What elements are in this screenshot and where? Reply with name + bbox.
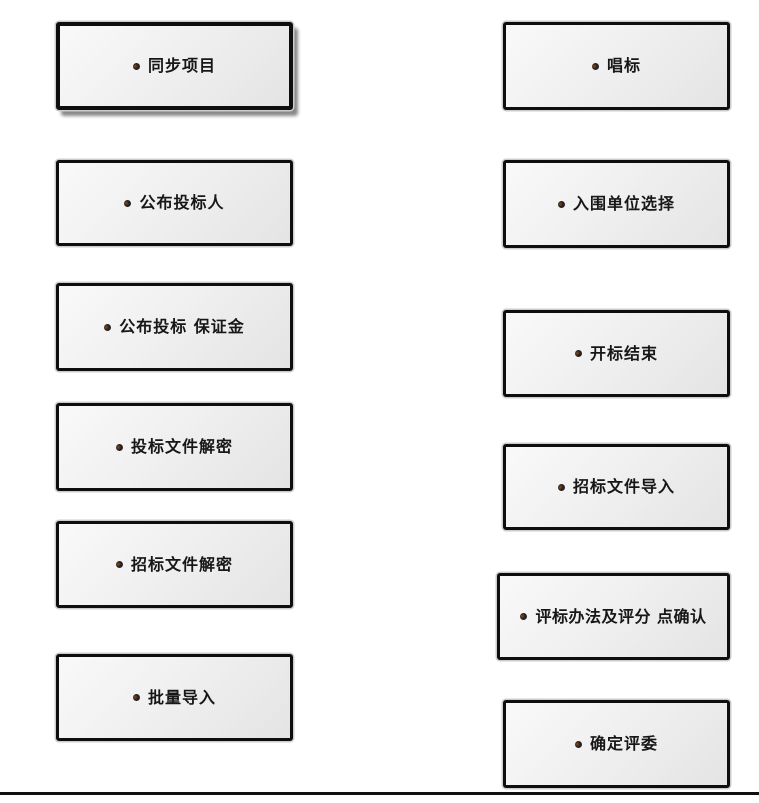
button-bid-opening-end[interactable]: 开标结束 (503, 310, 730, 397)
button-batch-import[interactable]: 批量导入 (56, 654, 293, 741)
button-label: 招标文件导入 (572, 477, 675, 496)
bullet-icon (124, 199, 132, 207)
button-bid-file-decrypt[interactable]: 投标文件解密 (56, 403, 293, 491)
bullet-icon (104, 323, 112, 331)
button-label: 唱标 (606, 56, 641, 75)
button-label: 公布投标 保证金 (119, 317, 245, 336)
bullet-icon (557, 483, 565, 491)
button-tender-file-import[interactable]: 招标文件导入 (503, 444, 730, 530)
button-label: 确定评委 (589, 734, 658, 753)
button-label: 投标文件解密 (130, 437, 233, 456)
button-confirm-evaluators[interactable]: 确定评委 (503, 700, 730, 788)
bullet-icon (115, 443, 123, 451)
button-label: 批量导入 (147, 687, 216, 707)
button-label: 开标结束 (589, 343, 658, 363)
button-publish-bid-bond[interactable]: 公布投标 保证金 (56, 283, 293, 371)
button-label: 评标办法及评分 点确认 (535, 606, 707, 626)
bullet-icon (132, 62, 140, 70)
bullet-icon (520, 613, 528, 620)
bullet-icon (557, 200, 565, 208)
bullet-icon (574, 740, 582, 748)
button-tender-file-decrypt[interactable]: 招标文件解密 (56, 521, 293, 608)
bottom-divider (0, 792, 759, 795)
button-bid-announce[interactable]: 唱标 (503, 22, 730, 110)
button-evaluation-method-confirm[interactable]: 评标办法及评分 点确认 (497, 573, 730, 660)
bullet-icon (574, 350, 582, 357)
button-label: 招标文件解密 (130, 554, 233, 574)
button-label: 入围单位选择 (572, 194, 675, 213)
bullet-icon (591, 62, 599, 70)
button-label: 公布投标人 (139, 193, 225, 212)
bullet-icon (115, 561, 123, 568)
bullet-icon (132, 694, 140, 701)
button-publish-bidders[interactable]: 公布投标人 (56, 160, 293, 246)
button-label: 同步项目 (147, 56, 216, 75)
button-sync-project[interactable]: 同步项目 (56, 22, 293, 110)
button-shortlist-selection[interactable]: 入围单位选择 (503, 160, 730, 248)
